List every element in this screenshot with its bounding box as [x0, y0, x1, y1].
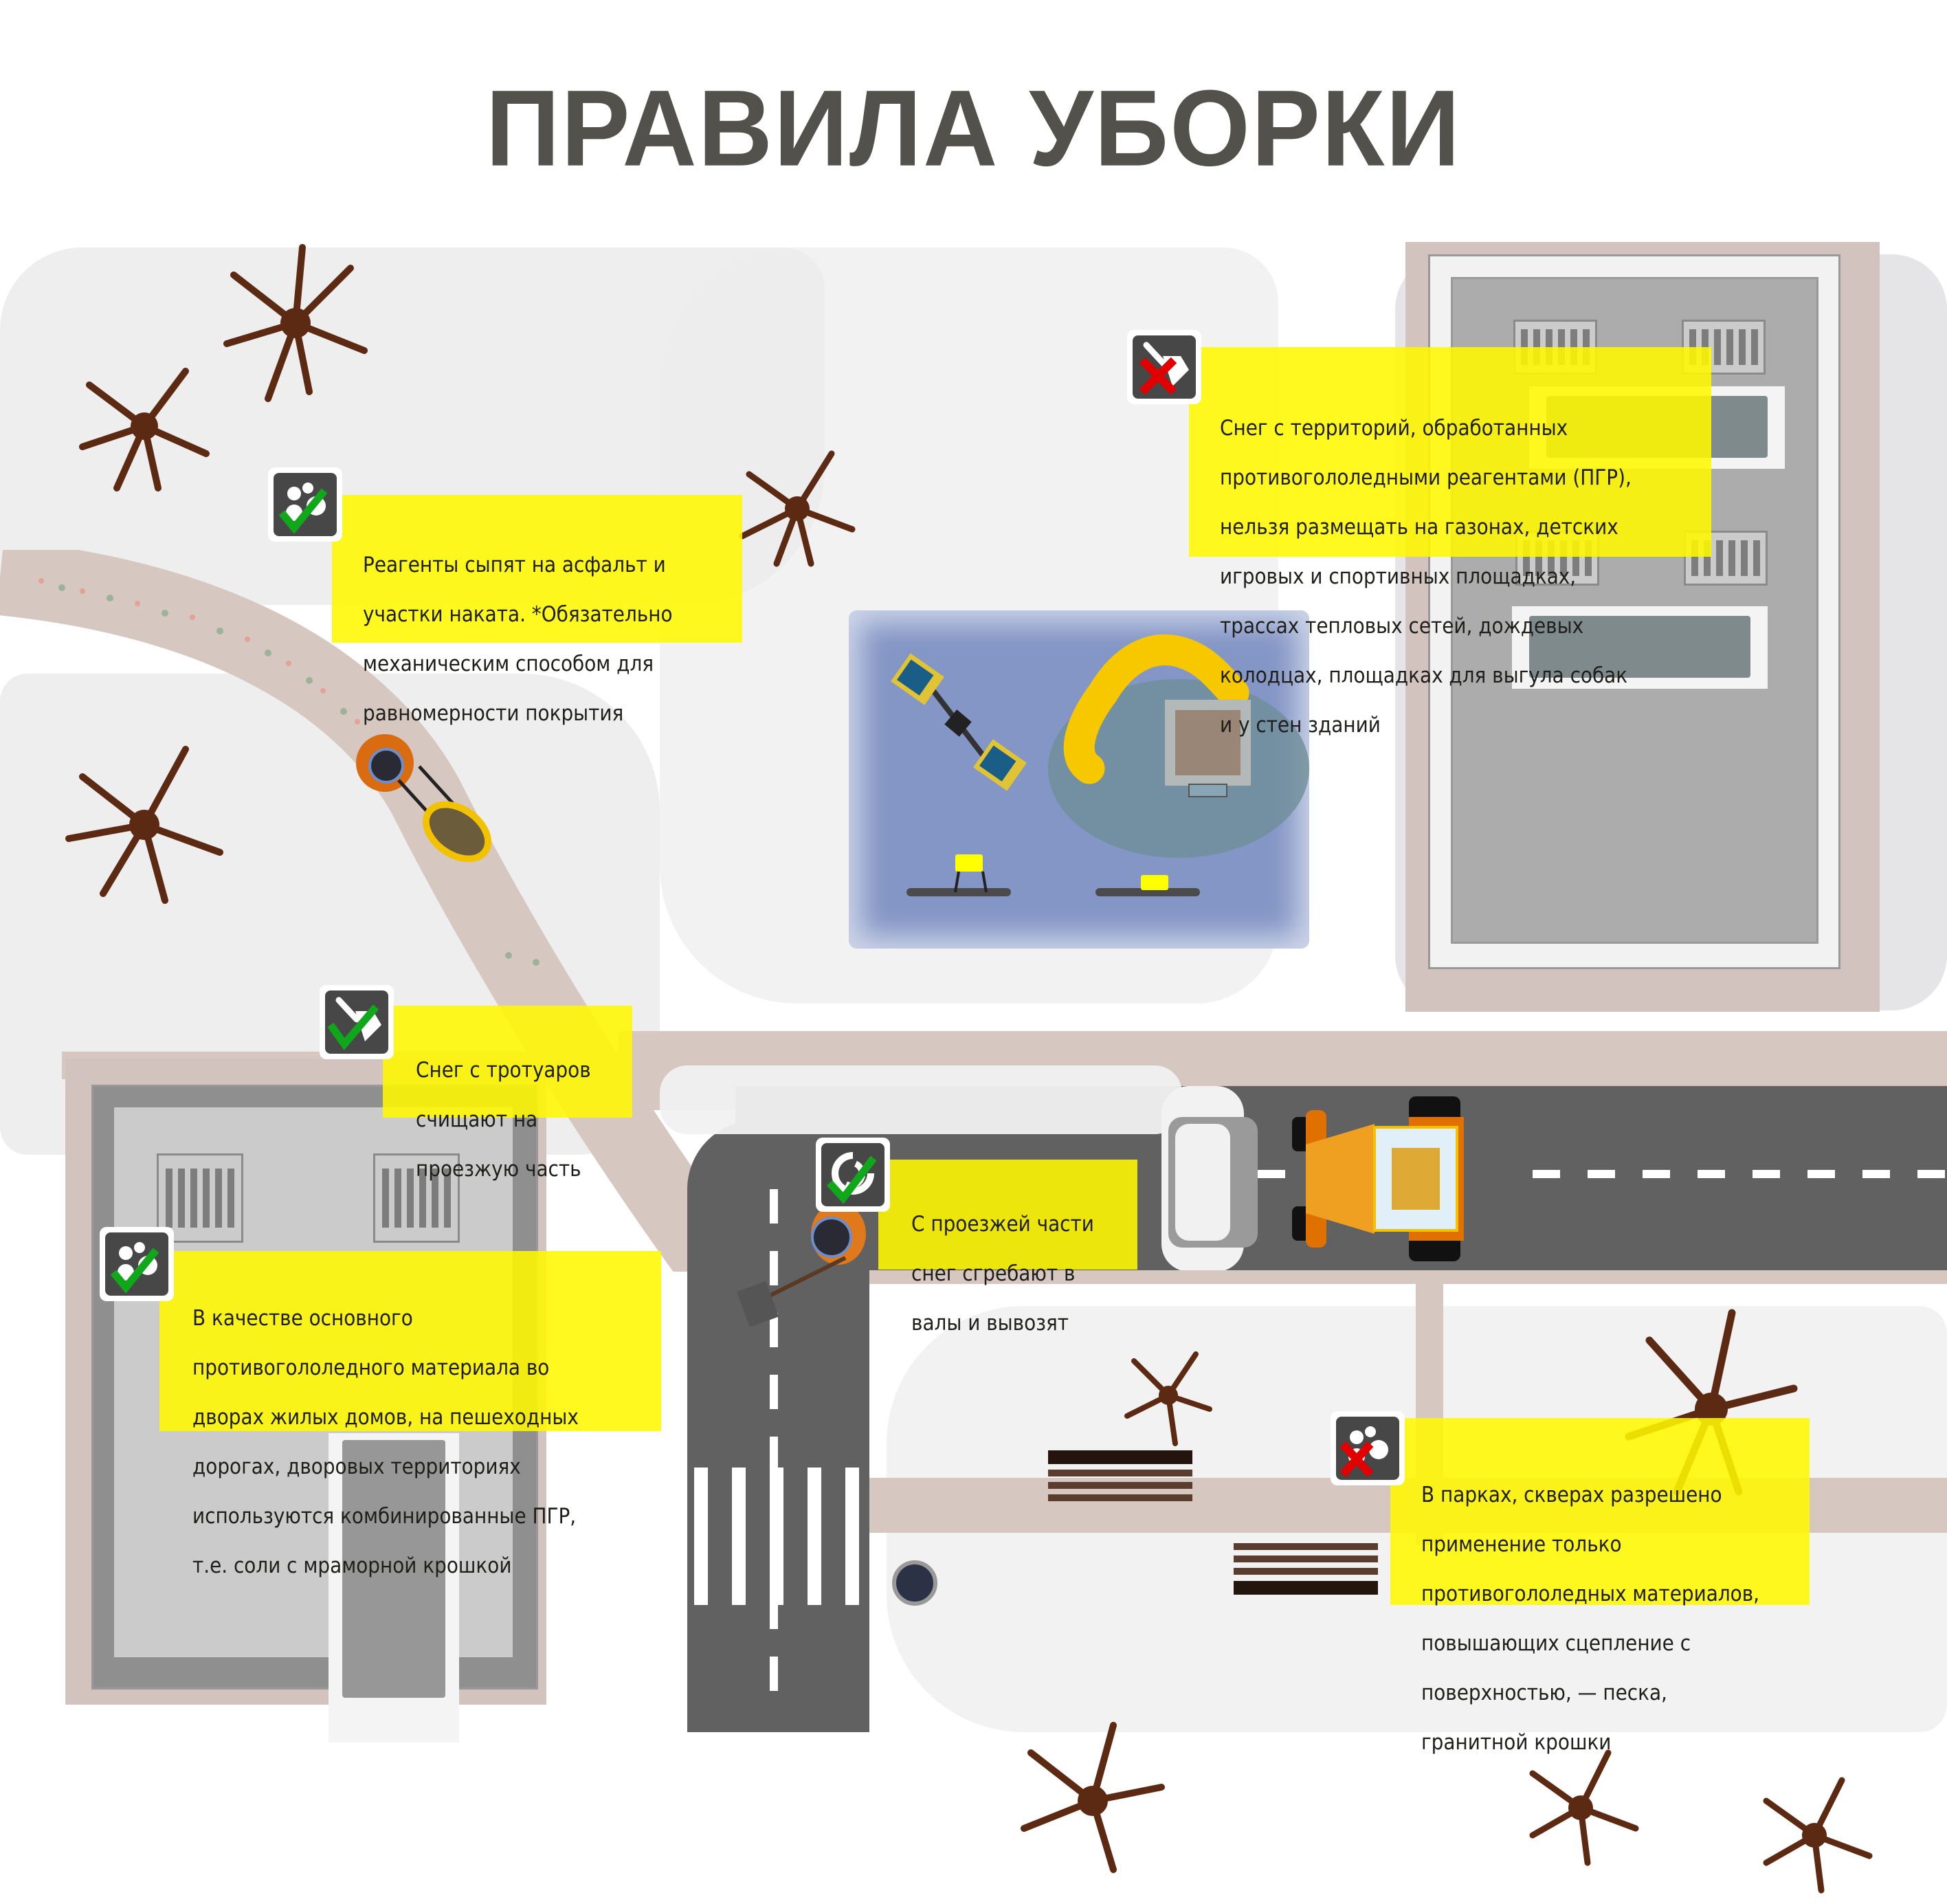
granules-check-icon — [278, 483, 328, 534]
roof-vent — [373, 1153, 460, 1243]
worker-with-shovel — [737, 1203, 866, 1327]
park-path-border — [869, 1270, 1947, 1284]
rule-note-roadway-snow: С проезжей части снег сгребают в валы и … — [878, 1160, 1137, 1336]
rule-note-reagents-on-asphalt: Реагенты сыпят на асфальт и участки нака… — [332, 495, 742, 726]
tree-icon — [739, 450, 856, 567]
shovel-cross-icon — [1139, 342, 1189, 395]
lane-marking — [1643, 1170, 1670, 1178]
roof-window — [1512, 606, 1768, 689]
lane-marking — [1588, 1170, 1615, 1178]
badge-parks-materials — [1331, 1411, 1405, 1485]
roof-window — [329, 1433, 459, 1742]
lane-marking — [1533, 1170, 1560, 1178]
lane-marking — [1258, 1170, 1285, 1178]
lane-marking — [1753, 1170, 1780, 1178]
granules-check-icon — [110, 1242, 159, 1294]
lane-marking — [770, 1437, 778, 1471]
winter-cleaning-map: Снег с территорий, обработанных противог… — [0, 234, 1947, 1894]
page-title: ПРАВИЛА УБОРКИ — [485, 67, 1462, 189]
park-bench — [1234, 1543, 1378, 1595]
lane-marking — [770, 1375, 778, 1409]
rule-note-sidewalk-snow: Снег с тротуаров счищают на проезжую час… — [383, 1006, 632, 1182]
snow-windrow — [660, 1065, 1182, 1134]
playground — [849, 610, 1309, 949]
tree-icon — [1625, 1309, 1798, 1496]
tree-icon — [65, 746, 223, 904]
crosswalk — [694, 1468, 859, 1605]
playground-equipment — [891, 634, 1309, 896]
lane-marking — [770, 1251, 778, 1285]
lane-marking — [770, 1189, 778, 1224]
rule-note-parks-materials: В парках, скверах разрешено применение т… — [1390, 1418, 1810, 1755]
lane-marking — [1917, 1170, 1945, 1178]
lane-marking — [1807, 1170, 1835, 1178]
snow-loader-tractor — [1168, 1096, 1464, 1261]
lane-marking — [770, 1313, 778, 1347]
tree-icon — [79, 368, 210, 491]
badge-roadway-snow — [816, 1138, 890, 1212]
badge-snow-treated-territories — [1127, 330, 1201, 404]
rule-note-snow-treated-territories: Снег с территорий, обработанных противог… — [1189, 347, 1711, 738]
badge-reagents-on-asphalt — [268, 467, 342, 542]
lane-marking — [1862, 1170, 1890, 1178]
rule-note-combined-pgr: В качестве основного противогололедного … — [159, 1251, 661, 1578]
manhole — [892, 1560, 937, 1606]
tree-icon — [1021, 1722, 1165, 1873]
lane-marking — [770, 1657, 778, 1691]
badge-sidewalk-snow — [320, 985, 394, 1059]
badge-combined-pgr — [100, 1227, 174, 1301]
tree-icon — [1763, 1777, 1873, 1894]
worker-with-spreader-cart — [356, 734, 492, 863]
lane-marking — [1698, 1170, 1725, 1178]
tree-icon — [1529, 1749, 1639, 1866]
tree-icon — [1124, 1351, 1212, 1446]
snow-swirl-check-icon — [826, 1152, 877, 1204]
granules-cross-icon — [1339, 1426, 1388, 1478]
tree-icon — [223, 244, 368, 402]
park-bench — [1048, 1450, 1192, 1502]
shovel-check-icon — [327, 997, 381, 1050]
